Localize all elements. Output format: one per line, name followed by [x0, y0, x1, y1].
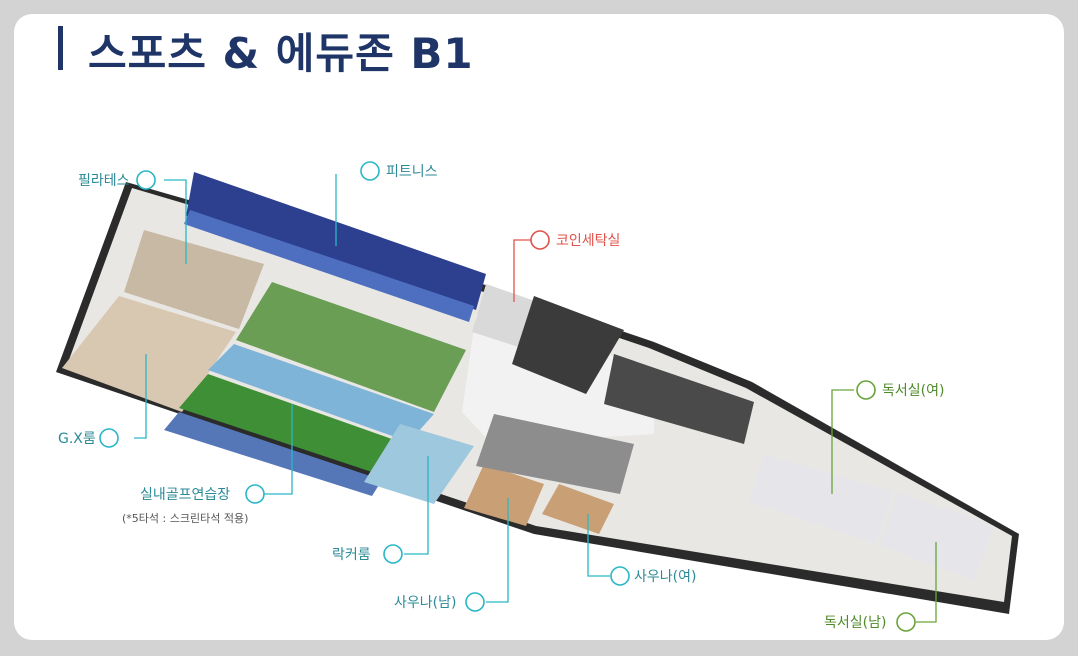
- sauna-rooms-walls: [476, 414, 634, 494]
- locker-icon: [383, 544, 403, 564]
- sauna-men-room: [464, 464, 544, 526]
- fitness-track: [184, 210, 474, 322]
- sauna-men-icon: [465, 592, 485, 612]
- label-sauna-men: 사우나(남): [394, 595, 457, 611]
- golf-lower: [164, 412, 382, 496]
- sauna-women-callout-line: [587, 514, 610, 577]
- reading-men-callout-line: [916, 542, 937, 623]
- sauna-women-room: [542, 484, 614, 534]
- label-coin-laundry: 코인세탁실: [556, 233, 621, 249]
- sauna-men-callout-line: [486, 498, 509, 603]
- turf-field: [236, 282, 466, 412]
- laundry-callout-line: [513, 239, 534, 302]
- pilates-icon: [136, 170, 156, 190]
- corridor: [604, 354, 754, 444]
- dance-icon: [99, 428, 119, 448]
- floor-plan-card: 스포츠 & 에듀존 B1: [14, 14, 1064, 640]
- golf-tee-icon: [245, 484, 265, 504]
- label-fitness: 피트니스: [386, 164, 438, 180]
- pilates-callout-line: [164, 179, 187, 264]
- label-sauna-women: 사우나(여): [634, 569, 697, 585]
- reading-room-men: [880, 492, 994, 580]
- floor-plan-diagram: [56, 161, 1019, 632]
- washing-machine-icon: [530, 230, 550, 250]
- sauna-women-icon: [610, 566, 630, 586]
- title-accent-bar: [58, 26, 63, 70]
- golf-floor: [208, 344, 434, 442]
- page-title: 스포츠 & 에듀존 B1: [88, 29, 474, 78]
- reading-men-book-icon: [896, 612, 916, 632]
- label-indoor-golf: 실내골프연습장: [140, 487, 231, 503]
- label-locker-room: 락커룸: [332, 547, 371, 563]
- locker-room: [364, 424, 474, 504]
- label-pilates: 필라테스: [78, 173, 130, 189]
- locker-callout-line: [404, 456, 429, 555]
- label-reading-men: 독서실(남): [824, 615, 887, 631]
- label-reading-women: 독서실(여): [882, 383, 945, 399]
- label-indoor-golf-note: (*5타석 : 스크린타석 적용): [122, 512, 249, 525]
- reading-women-callout-line: [831, 389, 854, 494]
- label-gx-room: G.X룸: [58, 431, 96, 447]
- reading-room-women: [749, 454, 894, 544]
- gx-callout-line: [134, 354, 147, 439]
- treadmill-icon: [360, 161, 380, 181]
- gx-room: [62, 296, 236, 412]
- pilates-room: [124, 230, 264, 329]
- service-rooms: [512, 296, 624, 394]
- golf-callout-line: [264, 404, 293, 495]
- reading-women-book-icon: [856, 380, 876, 400]
